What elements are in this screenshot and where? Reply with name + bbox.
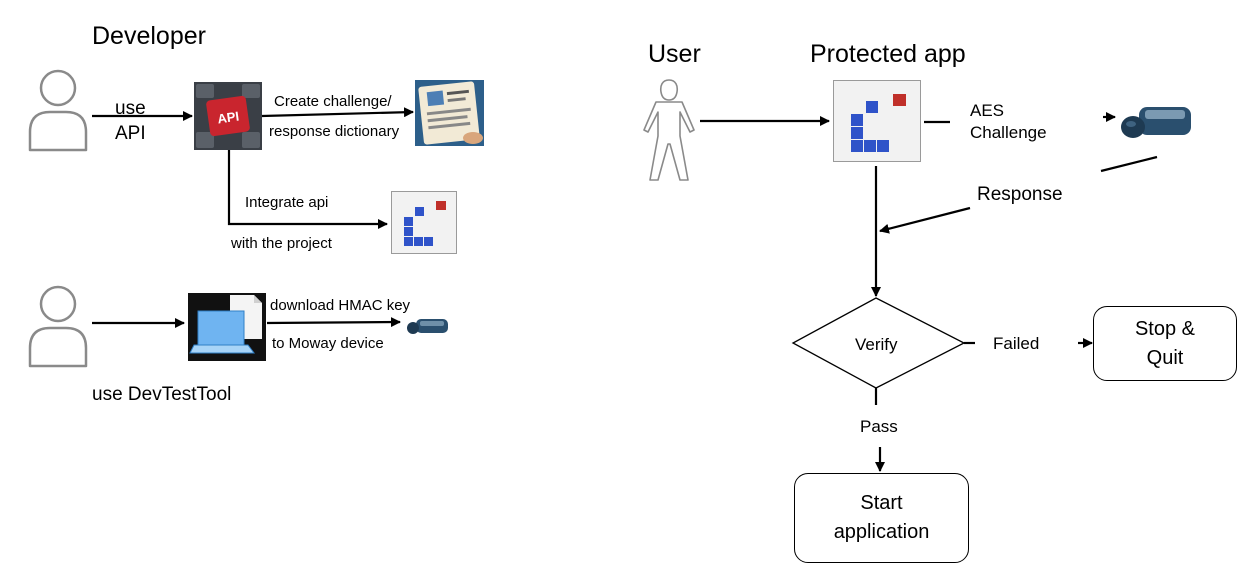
api-keyboard-icon: API bbox=[194, 82, 262, 150]
create-challenge-label: Create challenge/ bbox=[274, 93, 392, 110]
verify-label: Verify bbox=[855, 335, 898, 354]
aes-challenge-label: AES Challenge bbox=[970, 101, 1047, 142]
stop-quit-box: Stop & Quit bbox=[1093, 306, 1237, 381]
download-hmac-label: download HMAC key bbox=[270, 297, 411, 314]
response-label: Response bbox=[977, 184, 1063, 205]
developer-title: Developer bbox=[92, 22, 206, 50]
with-project-label: with the project bbox=[231, 235, 332, 252]
arrow-integrate-api bbox=[227, 150, 388, 229]
response-dictionary-label: response dictionary bbox=[269, 123, 400, 140]
failed-label: Failed bbox=[993, 334, 1040, 353]
protected-app-icon bbox=[833, 80, 921, 162]
start-application-box: Start application bbox=[794, 473, 969, 563]
integrate-api-label: Integrate api bbox=[245, 194, 329, 211]
laptop-file-icon bbox=[188, 293, 266, 361]
user-title: User bbox=[648, 40, 701, 68]
arrow-create-challenge bbox=[261, 107, 414, 118]
person-outline-icon bbox=[28, 285, 88, 368]
person-outline-icon bbox=[28, 69, 88, 152]
api-key-text: API bbox=[216, 109, 240, 127]
protected-app-title: Protected app bbox=[810, 40, 966, 68]
arrow-response bbox=[879, 206, 971, 234]
use-api-label: use API bbox=[115, 98, 146, 144]
usb-dongle-icon bbox=[407, 319, 448, 334]
stick-figure-icon bbox=[643, 79, 695, 181]
devtesttool-label: use DevTestTool bbox=[92, 384, 232, 405]
arrow-download-hmac bbox=[266, 317, 401, 328]
line-usb-response bbox=[1100, 155, 1158, 173]
protected-app-icon bbox=[391, 191, 457, 254]
moway-device-label: to Moway device bbox=[272, 335, 384, 352]
pass-label: Pass bbox=[860, 417, 898, 436]
usb-dongle-icon bbox=[1121, 107, 1191, 138]
document-tablet-icon bbox=[415, 80, 484, 146]
